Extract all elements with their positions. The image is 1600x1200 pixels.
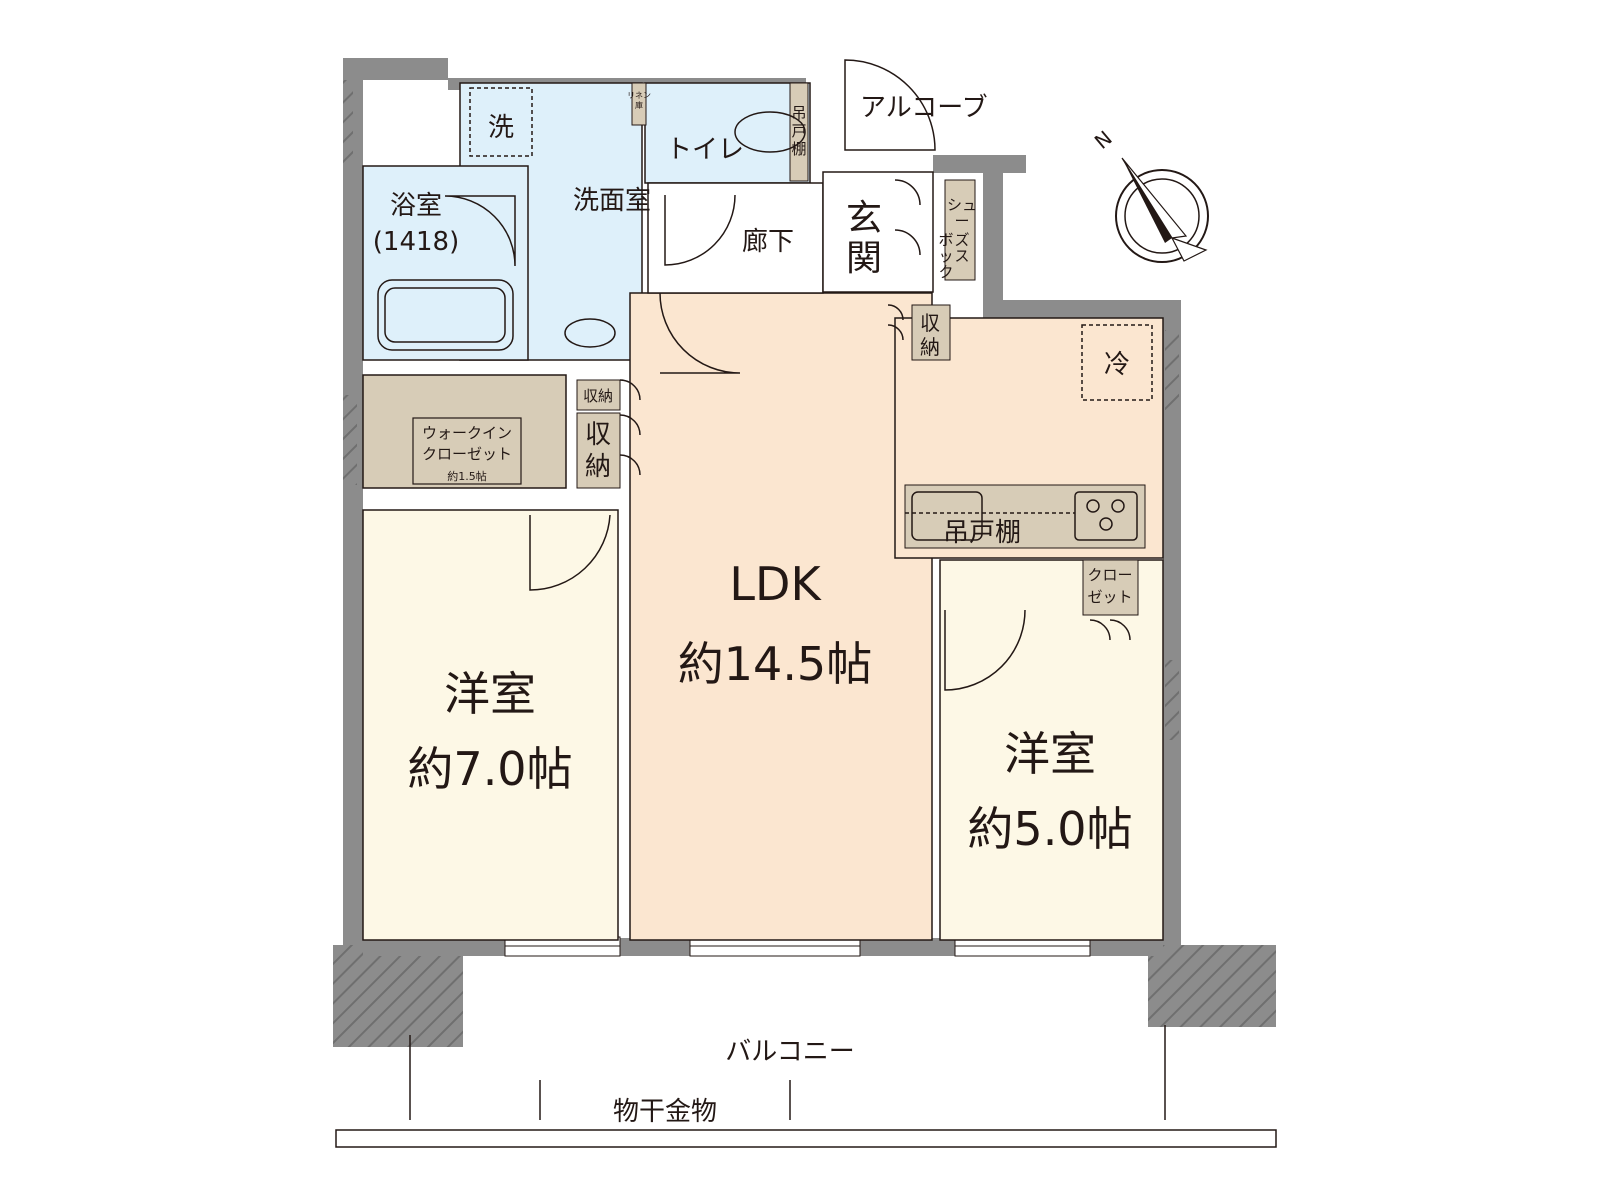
fridge-space [1081,324,1153,401]
clothes-rack-label: 物干金物 [613,1097,717,1127]
washer-label: 洗 [488,113,514,143]
shoe-box-6: ズ [954,231,969,249]
balcony-label: バルコニー [725,1037,854,1067]
hallway-label: 廊下 [742,227,794,257]
kitchen-sink [911,491,983,541]
labels: 洗 洗面室 浴室 (1418) トイレ 廊下 アルコーブ 玄 関 シュ ー ボ … [373,91,1133,1127]
toilet-shelf-3: 棚 [791,140,806,158]
linen-1: リネン [627,91,651,100]
compass-north-icon: N [1090,126,1209,263]
bath-size: (1418) [373,227,459,257]
western-right-name: 洋室 [1004,727,1096,781]
sink [564,318,616,348]
shoe-box-1: シュ [947,196,977,214]
bath-name: 浴室 [390,191,442,221]
alcove-label: アルコーブ [860,93,988,123]
storage-left-1: 収 [585,420,611,450]
storage-entry-1: 収 [920,311,940,335]
western-right-area: 約5.0帖 [967,802,1132,856]
walk-in-area: 約1.5帖 [447,469,487,483]
doors [444,59,1131,691]
balcony [335,1025,1277,1148]
balcony-railing [335,1129,1277,1148]
fridge-label: 冷 [1104,350,1130,380]
washroom-label: 洗面室 [573,186,651,216]
ldk-name: LDK [729,557,822,611]
walk-in-line1: ウォークイン [422,424,512,442]
walls [333,58,1276,1047]
storage-left-2: 納 [585,452,611,482]
closet-1: クロー [1087,566,1132,584]
western-left-area: 約7.0帖 [407,742,572,796]
linen-2: 庫 [635,100,643,110]
shoe-box-4: ッ [938,247,953,265]
shoe-box-3: ボ [938,231,953,249]
cooktop [1074,491,1138,541]
closet-2: ゼット [1087,588,1132,606]
storage-small-label: 収納 [583,387,613,405]
toilet-shelf-1: 吊 [791,104,806,122]
walk-in-line2: クローゼット [422,445,512,463]
western-left-name: 洋室 [444,667,536,721]
washer-pan [469,87,533,157]
shoe-box-5: ク [938,263,953,281]
toilet-bowl [734,111,806,153]
entrance-label-1: 玄 [846,198,882,239]
toilet-shelf-2: 戸 [791,122,806,140]
storage-entry-2: 納 [920,335,940,359]
shoe-box-7: ス [954,247,969,265]
shoe-box-2: ー [954,212,969,230]
bathtub [377,279,514,351]
room-fills [362,82,1164,941]
entrance-label-2: 関 [846,238,882,279]
ldk-area: 約14.5帖 [678,637,872,691]
toilet-label: トイレ [666,135,744,165]
fixtures [377,87,1153,541]
compass-label: N [1090,126,1117,154]
hanging-cabinet-label: 吊戸棚 [943,518,1021,548]
